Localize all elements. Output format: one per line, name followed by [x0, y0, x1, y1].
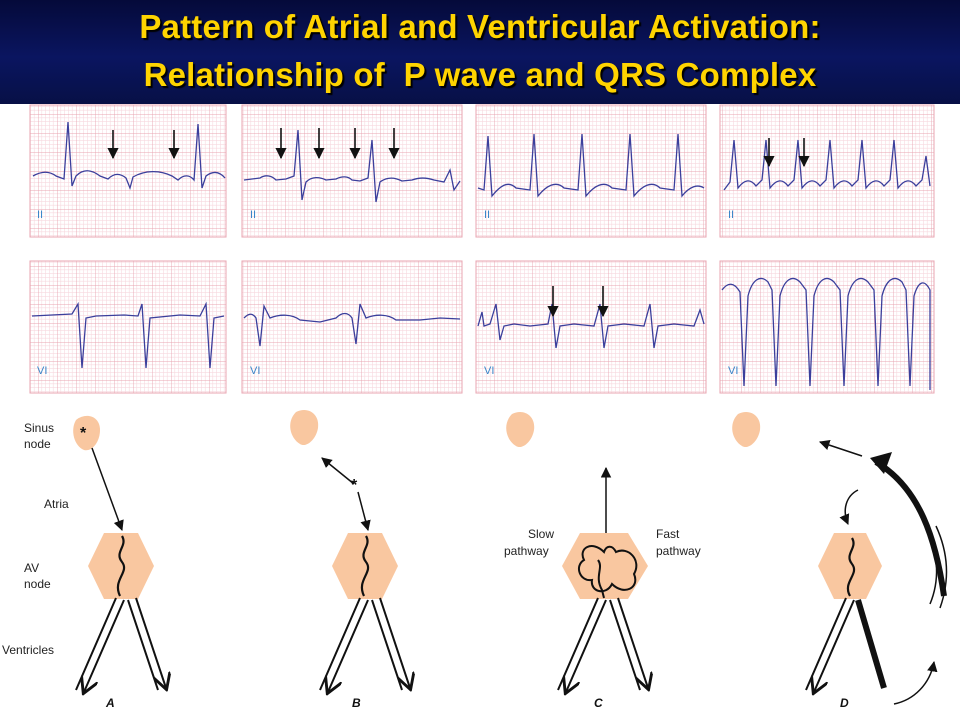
label-ventricles: Ventricles	[2, 643, 54, 657]
label-fast-pathway-2: pathway	[656, 544, 701, 558]
ventricular-branch	[127, 597, 166, 690]
sinus-node	[290, 409, 319, 446]
title-line-2: Relationship of P wave and QRS Complex	[143, 56, 817, 93]
conduction-arrow	[357, 491, 371, 532]
ventricle-return-arrow	[893, 660, 938, 705]
accessory-pathway-arrow	[874, 459, 947, 597]
ecg-strip-a-lead-ii: II	[29, 104, 227, 238]
ecg-trace	[723, 139, 931, 191]
ventricular-branch	[558, 597, 607, 692]
retrograde-arrow	[321, 457, 355, 485]
title-line-1: Pattern of Atrial and Ventricular Activa…	[139, 8, 821, 45]
conduction-diagram-d: D	[732, 411, 948, 710]
av-conduction-path	[116, 535, 126, 597]
av-node	[88, 533, 154, 599]
ventricular-branch	[806, 597, 855, 692]
ecg-trace	[243, 129, 461, 203]
origin-marker: *	[80, 425, 87, 442]
sinus-node	[73, 415, 100, 451]
ecg-strip-b-lead-ii: II	[241, 104, 463, 238]
conduction-diagram-b: * B	[290, 409, 410, 710]
av-node	[562, 533, 648, 599]
label-sinus-node-1: Sinus	[24, 421, 54, 435]
label-sinus-node-2: node	[24, 437, 51, 451]
retrograde-arrow	[819, 440, 863, 457]
panel-label-a: A	[105, 696, 115, 710]
av-conduction-path	[360, 535, 370, 597]
conduction-arrow	[91, 447, 124, 531]
re-entry-arrow	[839, 489, 859, 525]
reentry-circuit	[577, 545, 638, 593]
ecg-strip-d-lead-v1: VI	[719, 260, 935, 394]
panel-label-b: B	[352, 696, 361, 710]
label-slow-pathway-2: pathway	[504, 544, 549, 558]
ecg-strip-a-lead-v1: VI	[29, 260, 227, 394]
ecg-strip-b-lead-v1: VI	[241, 260, 463, 394]
label-av-node-2: node	[24, 577, 51, 591]
conduction-diagram-a: * A	[73, 415, 166, 710]
lead-label-ii: II	[250, 209, 256, 221]
ecg-strip-c-lead-ii: II	[475, 104, 707, 238]
accessory-pathway-arrowhead	[870, 452, 892, 474]
label-fast-pathway-1: Fast	[656, 527, 680, 541]
lead-label-ii: II	[37, 209, 43, 221]
accessory-pathway-band	[927, 525, 948, 609]
panel-label-d: D	[840, 696, 849, 710]
title-banner: Pattern of Atrial and Ventricular Activa…	[0, 0, 960, 104]
ventricular-branch	[855, 599, 887, 689]
ecg-strip-c-lead-v1: VI	[475, 260, 707, 394]
anatomy-labels: Sinus node Atria AV node Ventricles	[2, 421, 69, 657]
av-node	[332, 533, 398, 599]
lead-label-v1: VI	[728, 365, 738, 377]
conduction-diagram-c: Slow pathway Fast pathway C	[504, 411, 701, 710]
sinus-node	[506, 411, 535, 448]
sinus-node	[732, 411, 761, 448]
lead-label-ii: II	[484, 209, 490, 221]
ecg-trace	[721, 277, 931, 390]
ecg-trace	[243, 303, 461, 347]
ventricular-branch	[320, 597, 369, 692]
lead-label-v1: VI	[250, 365, 260, 377]
ecg-trace	[32, 121, 226, 191]
av-conduction-path	[597, 559, 605, 599]
origin-marker: *	[351, 477, 358, 494]
lead-label-v1: VI	[37, 365, 47, 377]
label-atria: Atria	[44, 497, 69, 511]
ventricular-branch	[76, 597, 125, 692]
av-conduction-path	[846, 537, 856, 597]
label-av-node-1: AV	[24, 561, 39, 575]
label-slow-pathway-1: Slow	[528, 527, 554, 541]
lead-label-v1: VI	[484, 365, 494, 377]
ecg-trace	[31, 301, 225, 369]
ecg-trace	[477, 133, 705, 198]
panel-label-c: C	[594, 696, 603, 710]
ventricular-branch	[371, 597, 410, 690]
ecg-trace	[477, 303, 705, 349]
ecg-strip-d-lead-ii: II	[719, 104, 935, 238]
lead-label-ii: II	[728, 209, 734, 221]
av-node	[818, 533, 882, 599]
ventricular-branch	[609, 597, 648, 690]
